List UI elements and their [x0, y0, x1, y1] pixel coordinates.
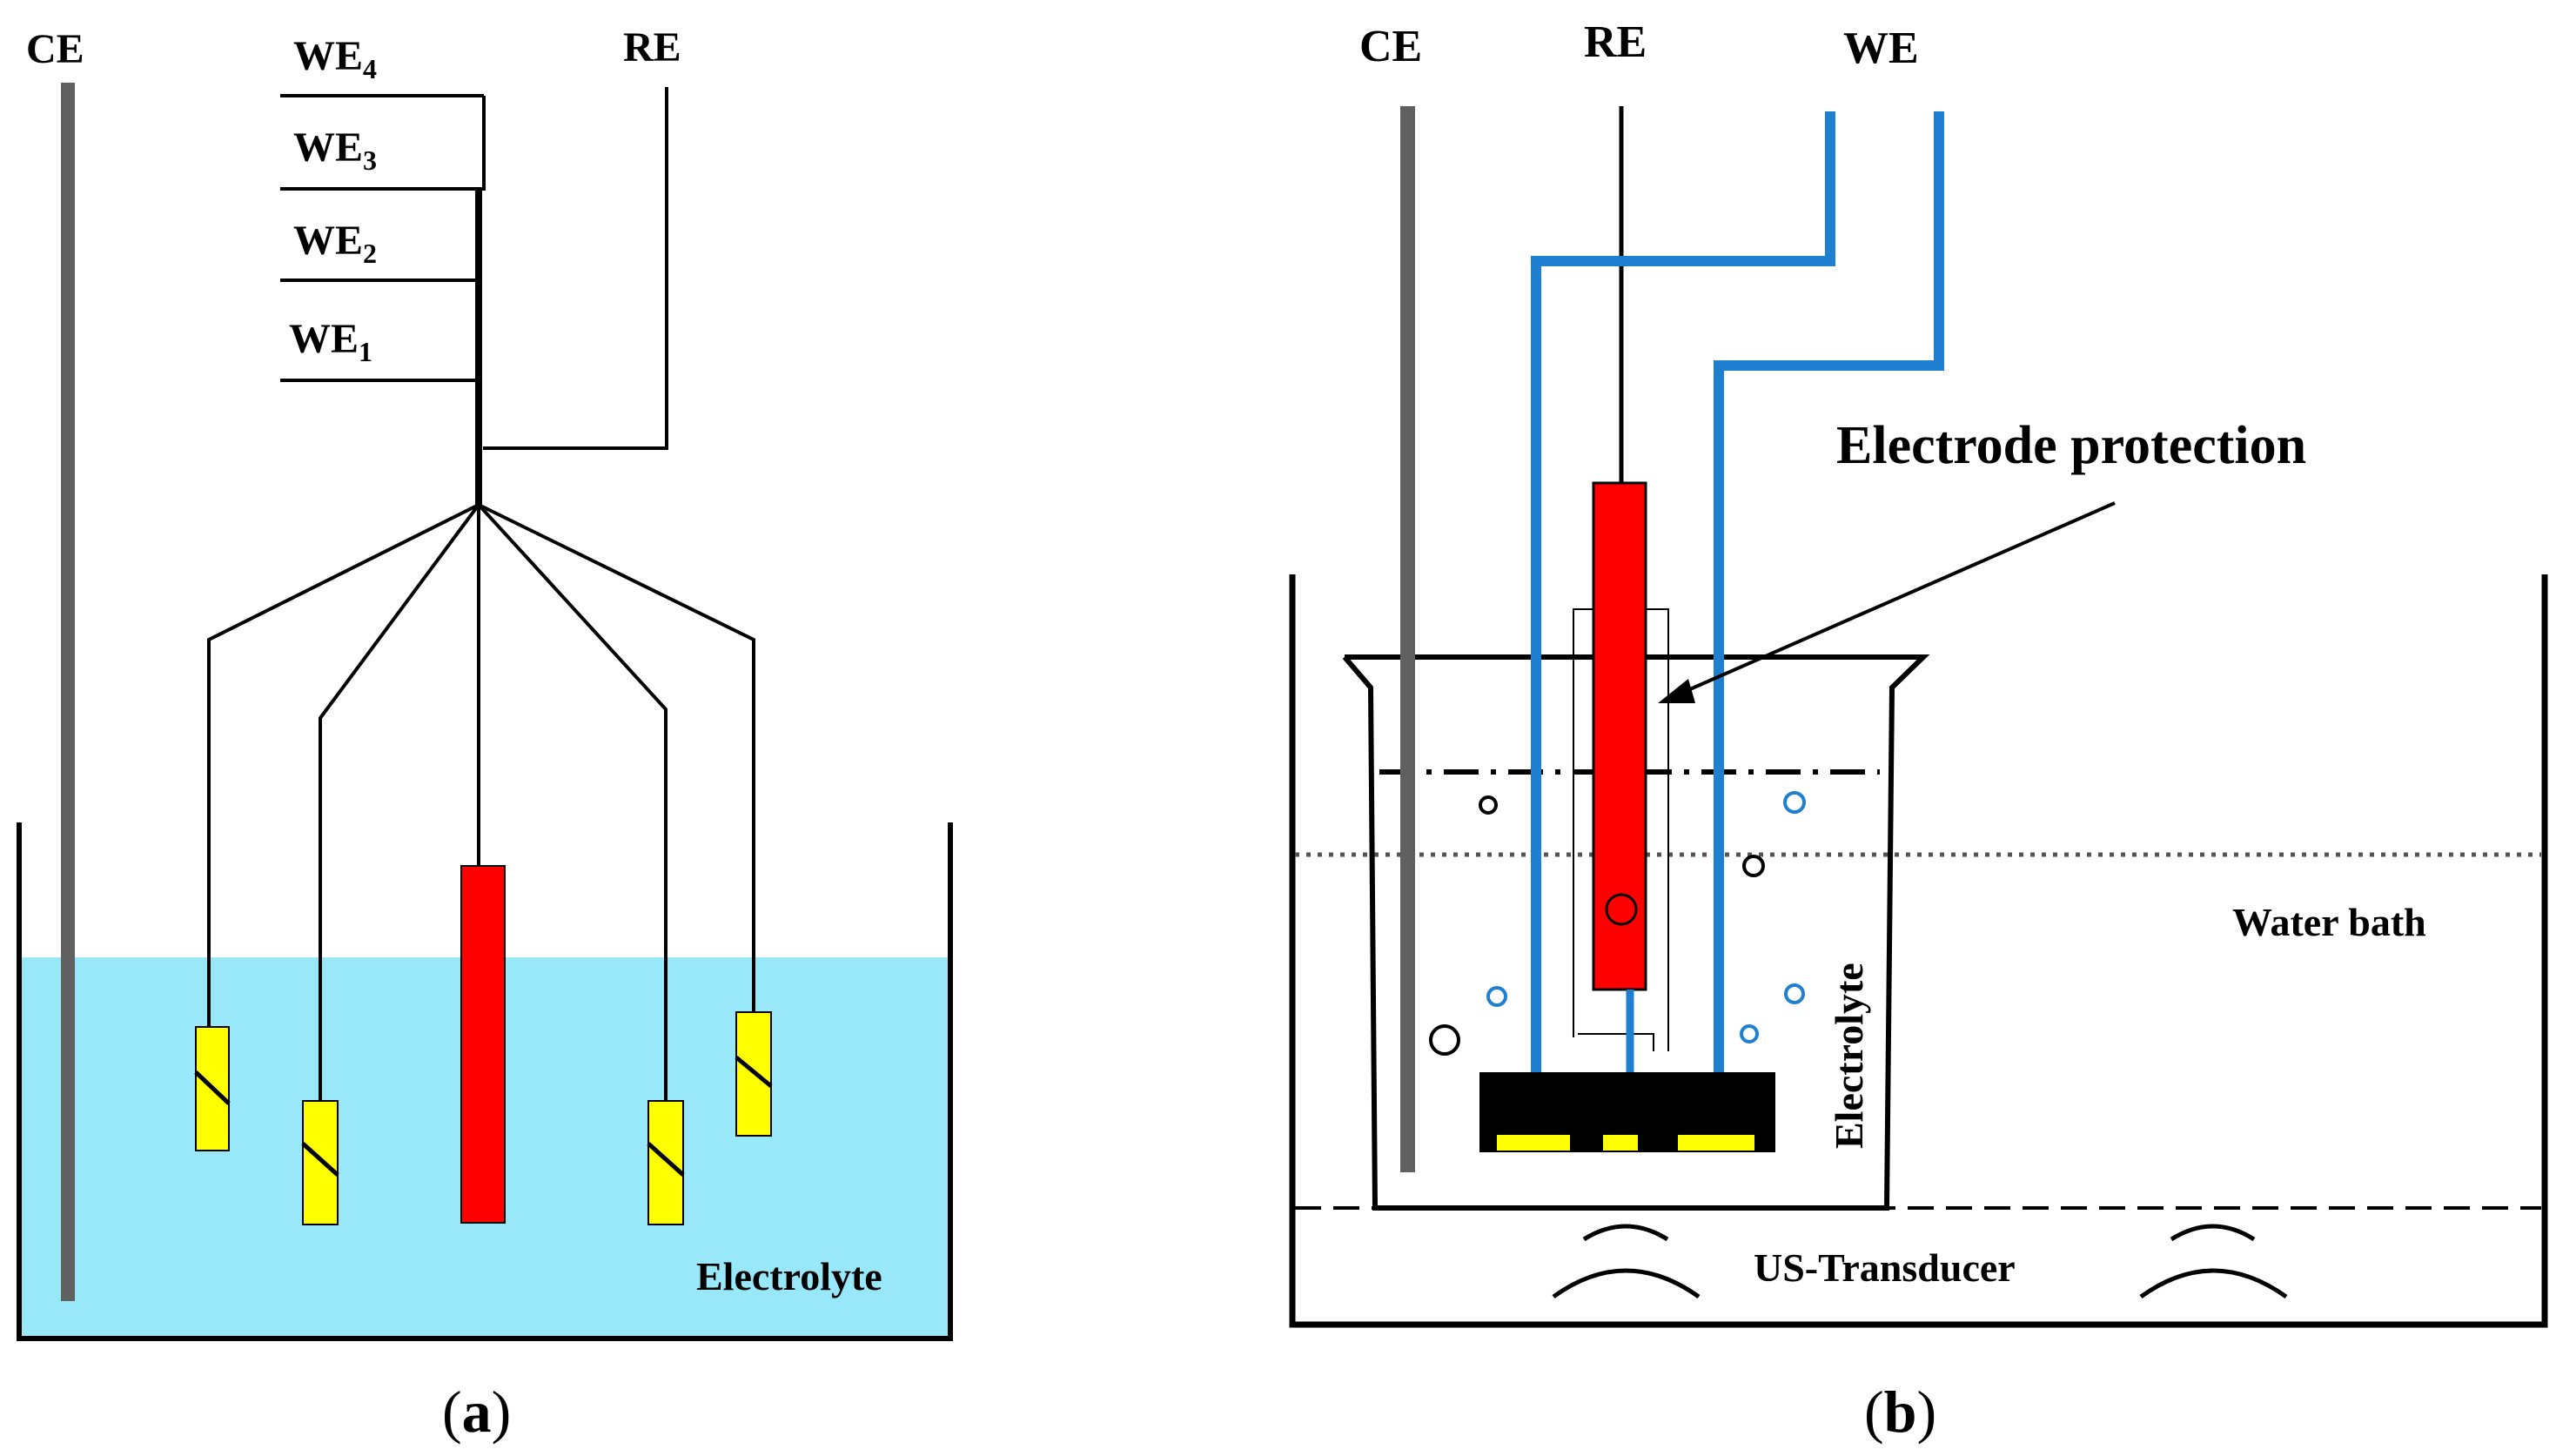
re-label-b: RE: [1584, 17, 1647, 67]
container-a: [17, 822, 953, 1341]
working-electrode-4: [735, 1011, 773, 1137]
re-junction-circle: [1605, 893, 1638, 926]
counter-electrode-b: [1400, 106, 1415, 1172]
sensor-pad-left: [1497, 1135, 1570, 1151]
electrolyte-label-a: Electrolyte: [696, 1254, 882, 1298]
protection-arrow-line: [1683, 501, 2116, 694]
ce-label-b: CE: [1359, 22, 1422, 71]
caption-a: (a): [442, 1379, 511, 1445]
sensor-pad-center: [1603, 1135, 1638, 1151]
re-wire-a: [483, 87, 668, 450]
counter-electrode-a: [61, 83, 75, 1301]
water-bath-label: Water bath: [2232, 900, 2426, 944]
working-electrode-2: [301, 1100, 339, 1225]
working-electrode-3: [647, 1100, 685, 1225]
caption-b: (b): [1864, 1379, 1936, 1445]
bubbles: [1429, 791, 1806, 1056]
we-label-b: WE: [1843, 23, 1919, 73]
reference-electrode-a: [460, 865, 506, 1224]
us-waves: [1552, 1224, 2288, 1299]
panel-b: CE RE WE Electrode protection: [1289, 17, 2548, 1445]
electrode-protection-label: Electrode protection: [1836, 416, 2306, 475]
electrode-protection-inner: [1578, 1033, 1654, 1051]
re-label-a: RE: [623, 24, 681, 70]
sensor-pad-right: [1678, 1135, 1754, 1151]
electrode-wires-a: [207, 503, 755, 1101]
we1-label: WE1: [289, 316, 372, 367]
we4-label: WE4: [293, 33, 377, 84]
we2-label: WE2: [293, 218, 377, 269]
working-electrode-1: [194, 1026, 231, 1151]
reference-electrode-b: [1592, 481, 1647, 991]
protection-arrow-head: [1658, 679, 1695, 703]
electrolyte-label-b: Electrolyte: [1827, 963, 1871, 1149]
water-bath-tank: [1289, 574, 2548, 1328]
beaker: [1342, 654, 1930, 1211]
ce-label-a: CE: [26, 26, 84, 72]
we-wires-b: [1531, 111, 1944, 1075]
us-transducer-label: US-Transducer: [1754, 1245, 2016, 1290]
we3-label: WE3: [293, 124, 377, 176]
panel-a: CE RE WE4 WE3 WE2 WE1: [17, 24, 953, 1445]
